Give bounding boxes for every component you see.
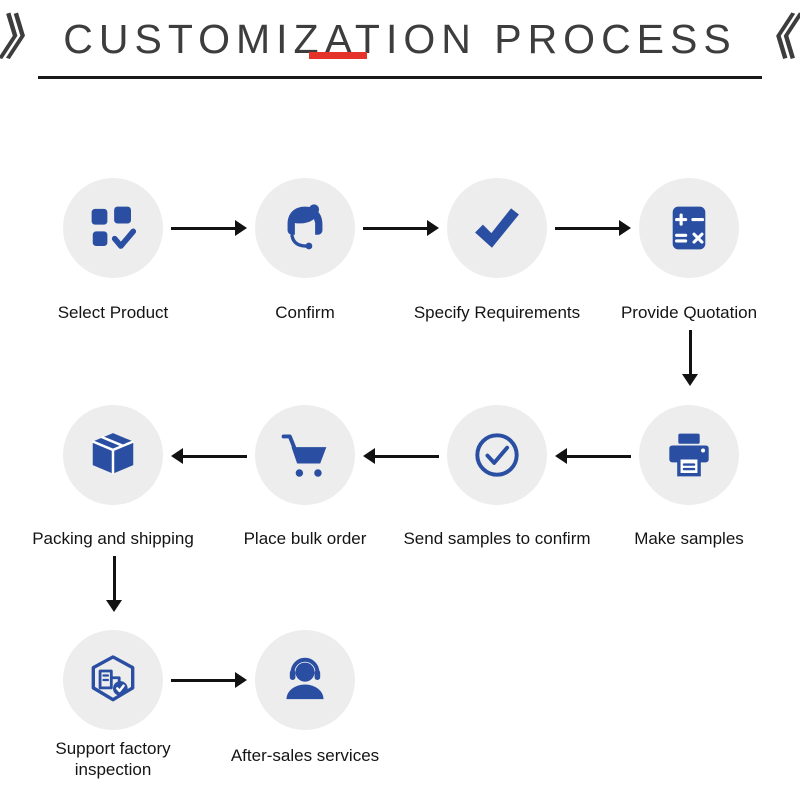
arrow-left-1 xyxy=(555,448,631,464)
step-provide-quotation xyxy=(639,178,739,278)
factory-inspection-icon xyxy=(91,655,135,702)
step-label: After-sales services xyxy=(230,746,380,765)
page-title: 》 CUSTOMIZATION PROCESS 《 xyxy=(0,10,800,68)
bold-checkmark-icon xyxy=(475,208,519,248)
step-make-samples xyxy=(639,405,739,505)
arrow-left-3 xyxy=(171,448,247,464)
arrow-down-2 xyxy=(106,556,122,612)
package-box-icon xyxy=(92,433,134,475)
title-red-underline xyxy=(309,52,367,59)
step-confirm xyxy=(255,178,355,278)
step-label: Specify Requirements xyxy=(413,303,581,322)
calculator-icon xyxy=(672,206,706,250)
step-packing-shipping xyxy=(63,405,163,505)
step-label: Confirm xyxy=(275,303,335,322)
step-specify-requirements xyxy=(447,178,547,278)
step-select-product xyxy=(63,178,163,278)
circle-check-icon xyxy=(475,433,519,477)
customer-service-icon xyxy=(287,204,323,250)
step-label: Place bulk order xyxy=(243,529,367,548)
page-title-text: CUSTOMIZATION PROCESS xyxy=(63,15,737,62)
right-chevron-mark: 《 xyxy=(746,12,800,65)
step-label: Packing and shipping xyxy=(32,529,194,548)
shopping-cart-icon xyxy=(281,434,327,477)
title-divider-line xyxy=(38,76,762,79)
arrow-right-3 xyxy=(555,220,631,236)
step-send-samples xyxy=(447,405,547,505)
step-label: Support factory inspection xyxy=(55,739,171,780)
step-after-sales xyxy=(255,630,355,730)
step-factory-inspection xyxy=(63,630,163,730)
arrow-left-2 xyxy=(363,448,439,464)
left-chevron-mark: 》 xyxy=(0,12,55,65)
step-label: Select Product xyxy=(57,303,169,322)
headset-support-icon xyxy=(286,657,324,700)
step-place-bulk-order xyxy=(255,405,355,505)
printer-icon xyxy=(669,433,709,477)
arrow-down-1 xyxy=(682,330,698,386)
arrow-right-1 xyxy=(171,220,247,236)
step-label: Make samples xyxy=(634,529,744,548)
arrow-right-2 xyxy=(363,220,439,236)
product-grid-check-icon xyxy=(91,206,137,249)
arrow-right-4 xyxy=(171,672,247,688)
step-label: Send samples to confirm xyxy=(403,529,591,548)
step-label: Provide Quotation xyxy=(620,303,758,322)
